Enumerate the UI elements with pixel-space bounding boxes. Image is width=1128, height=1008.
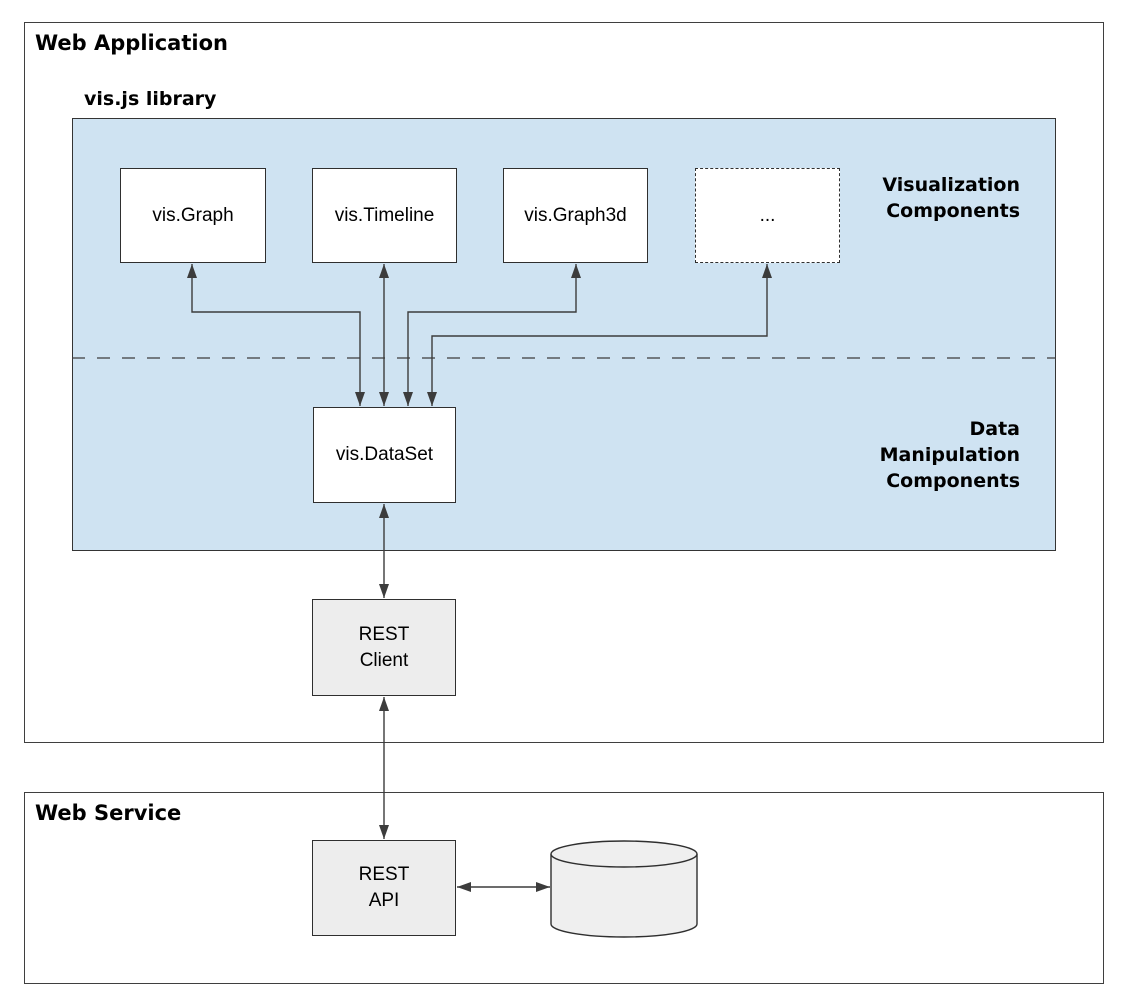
node-vis-dataset-label: vis.DataSet [335, 444, 434, 465]
node-vis-dataset: vis.DataSet [313, 407, 456, 503]
node-rest-client-label: REST Client [358, 623, 410, 671]
node-vis-timeline: vis.Timeline [312, 168, 457, 263]
node-data-store-label: Data [603, 879, 645, 900]
data-manipulation-components-label: Data Manipulation Components [879, 418, 1020, 492]
node-more-components: ... [695, 168, 840, 263]
web-service-title: Web Service [35, 801, 182, 825]
web-application-title: Web Application [35, 31, 228, 55]
node-vis-graph-label: vis.Graph [152, 204, 234, 226]
visualization-components-label: Visualization Components [882, 174, 1020, 222]
node-vis-graph3d: vis.Graph3d [503, 168, 648, 263]
web-application-container [24, 22, 1104, 743]
node-rest-client: REST Client [312, 599, 456, 696]
node-vis-graph3d-label: vis.Graph3d [524, 204, 627, 226]
node-vis-timeline-label: vis.Timeline [334, 204, 435, 226]
web-service-container [24, 792, 1104, 984]
node-vis-graph: vis.Graph [120, 168, 266, 263]
node-rest-api: REST API [312, 840, 456, 936]
vis-library-title: vis.js library [84, 88, 217, 110]
node-more-components-label: ... [759, 204, 776, 226]
node-rest-api-label: REST API [358, 864, 410, 911]
